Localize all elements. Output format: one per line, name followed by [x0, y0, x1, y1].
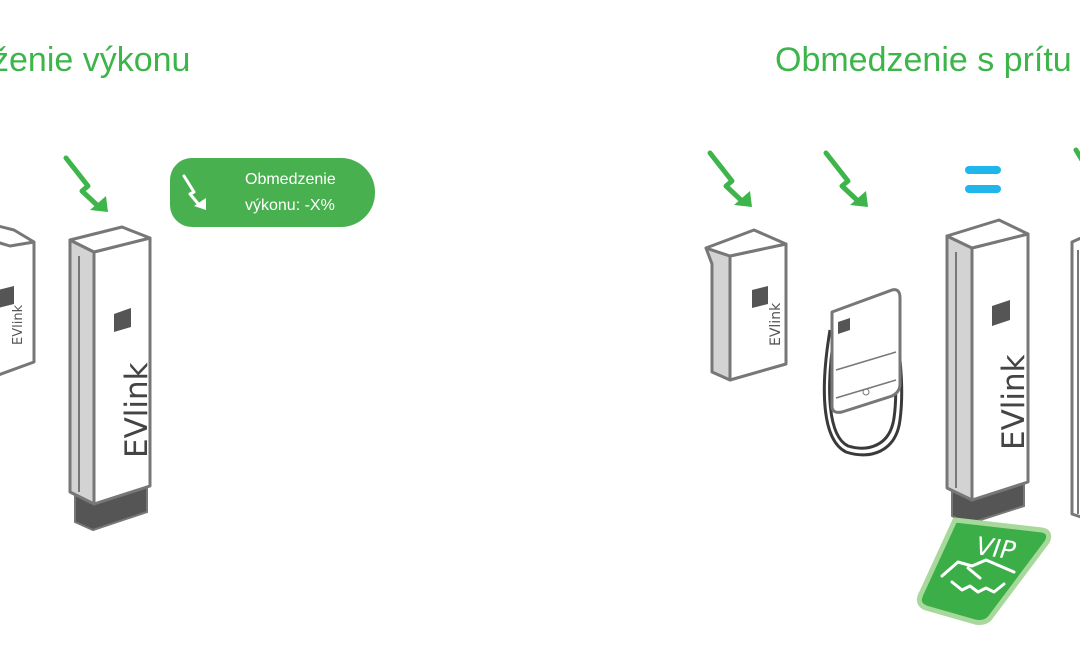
charger-brand-label: EVlink — [768, 302, 784, 346]
pillar-charger-partial — [1070, 147, 1080, 519]
lightning-arrow-icon — [710, 153, 752, 207]
charger-brand-label: EVlink — [11, 304, 26, 345]
badge-line-2: výkonu: -X% — [245, 197, 335, 214]
lightning-arrow-icon — [182, 174, 206, 210]
lightning-arrow-icon — [66, 158, 108, 212]
wall-charger-left: EVlink — [0, 224, 36, 376]
vip-label: VIP — [974, 531, 1018, 565]
charger-brand-label: EVlink — [119, 362, 155, 458]
charger-brand-label: EVlink — [996, 354, 1032, 450]
equals-icon — [965, 166, 1001, 193]
handshake-icon — [940, 558, 1016, 594]
vip-card: VIP — [916, 517, 1052, 625]
section-title-priority-limit: Obmedzenie s prítu — [775, 41, 1072, 79]
power-limit-badge: Obmedzenie výkonu: -X% — [170, 158, 375, 227]
lightning-arrow-icon — [826, 153, 868, 207]
badge-line-1: Obmedzenie — [245, 171, 336, 188]
pillar-charger-right: EVlink — [945, 218, 1032, 526]
compact-charger — [822, 153, 904, 457]
pillar-charger-left: EVlink — [66, 158, 155, 532]
wall-charger-right: EVlink — [704, 153, 788, 382]
section-title-power-limit: ženie výkonu — [0, 41, 191, 79]
